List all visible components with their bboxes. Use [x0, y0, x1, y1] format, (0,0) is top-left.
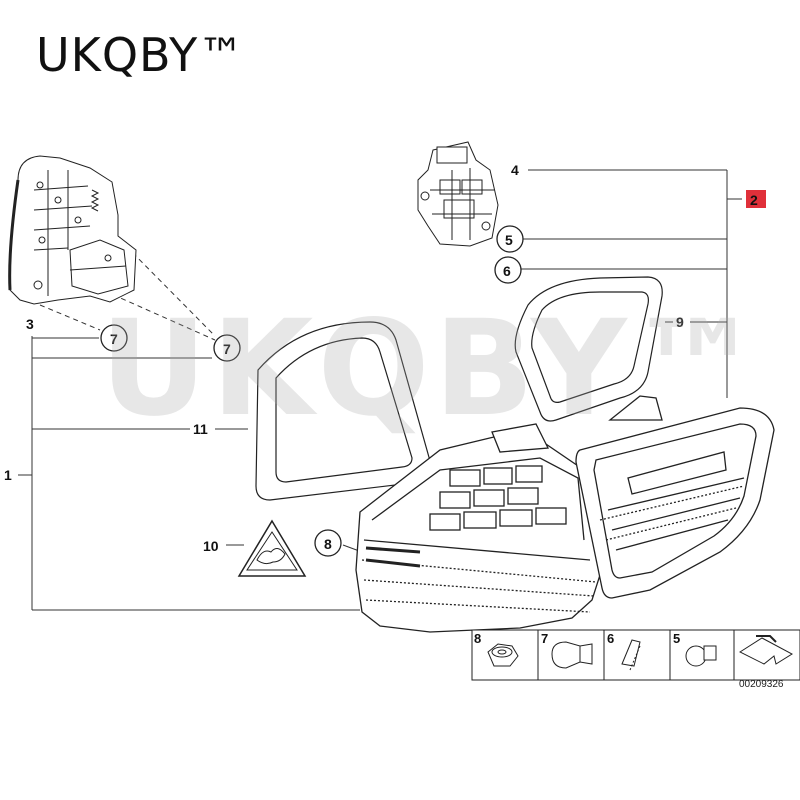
outer-tail-light [355, 423, 601, 633]
document-number: 00209326 [739, 679, 784, 690]
leader-lines [18, 169, 742, 611]
warning-label-10 [237, 519, 307, 577]
legend-label-7: 7 [541, 631, 548, 646]
callout-6: 6 [503, 263, 511, 279]
callout-5: 5 [505, 232, 513, 248]
parts-legend [471, 629, 800, 681]
callout-3: 3 [26, 316, 34, 332]
callout-10: 10 [203, 538, 219, 554]
callout-7b: 7 [223, 341, 231, 357]
callout-11: 11 [193, 421, 208, 437]
brand-title: UKQBY™ [36, 28, 246, 82]
legend-label-6: 6 [607, 631, 614, 646]
callout-1: 1 [4, 467, 12, 483]
gasket-9 [514, 276, 663, 422]
legend-label-8: 8 [474, 631, 481, 646]
callout-9: 9 [676, 314, 684, 330]
bulb-wedge-icon [685, 645, 717, 667]
legend-label-5: 5 [673, 631, 680, 646]
highlight-box-2 [746, 190, 766, 208]
bulb-large-icon [551, 641, 593, 669]
watermark: UKQBY™ [100, 292, 767, 446]
bulb-carrier [8, 155, 137, 305]
callout-circles [100, 225, 524, 557]
socket-assembly [417, 141, 499, 247]
callout-2: 2 [750, 192, 758, 208]
gasket-11 [255, 321, 433, 501]
callout-4: 4 [511, 162, 519, 178]
inner-tail-light [575, 395, 775, 599]
bulb-small-icon [621, 639, 641, 671]
arrow-symbol-icon [738, 635, 793, 665]
callout-7a: 7 [110, 331, 118, 347]
callout-8: 8 [324, 536, 332, 552]
nut-icon [487, 643, 519, 667]
